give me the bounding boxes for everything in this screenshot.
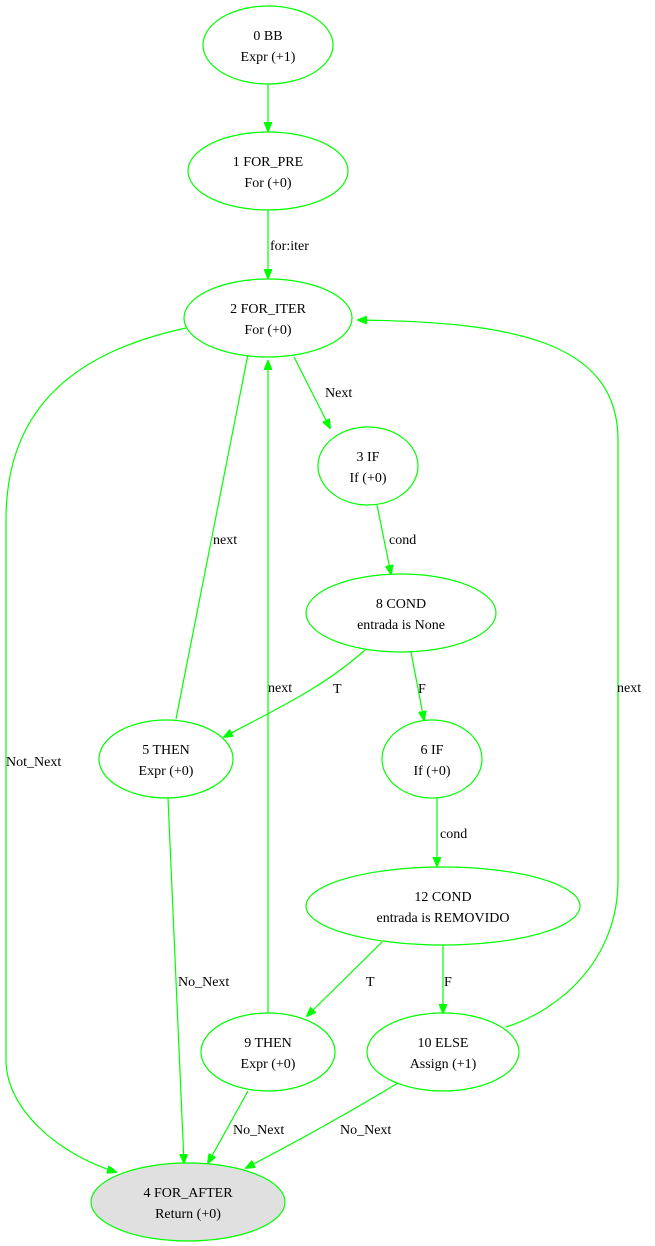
edge-label-next: Next bbox=[325, 386, 352, 401]
edge-2-to-4: Not_Next bbox=[5, 327, 187, 1172]
node-12-cond[interactable]: 12 COND entrada is REMOVIDO bbox=[305, 866, 581, 946]
edge-3-to-8: cond bbox=[376, 504, 416, 574]
edge-10-to-4: No_Next bbox=[246, 1082, 399, 1168]
node-8-cond[interactable]: 8 COND entrada is None bbox=[305, 573, 497, 653]
node-title: 10 ELSE bbox=[418, 1036, 469, 1051]
edge-label-f: F bbox=[418, 682, 426, 697]
edge-label-not-next: Not_Next bbox=[6, 755, 61, 770]
node-2-for-iter[interactable]: 2 FOR_ITER For (+0) bbox=[183, 278, 353, 358]
edge-9-to-4: No_Next bbox=[208, 1090, 284, 1163]
edge-8-to-5: T bbox=[224, 649, 366, 737]
node-10-else[interactable]: 10 ELSE Assign (+1) bbox=[366, 1012, 520, 1092]
edge-9-to-2: next bbox=[268, 361, 292, 1022]
node-9-then[interactable]: 9 THEN Expr (+0) bbox=[200, 1012, 336, 1092]
node-subtitle: For (+0) bbox=[244, 323, 292, 338]
edge-label-no-next: No_Next bbox=[340, 1123, 391, 1138]
node-6-if[interactable]: 6 IF If (+0) bbox=[381, 719, 483, 799]
node-3-if[interactable]: 3 IF If (+0) bbox=[317, 426, 419, 506]
edge-6-to-12: cond bbox=[437, 798, 467, 866]
node-5-then[interactable]: 5 THEN Expr (+0) bbox=[98, 719, 234, 799]
node-1-for-pre[interactable]: 1 FOR_PRE For (+0) bbox=[187, 131, 349, 211]
node-title: 9 THEN bbox=[244, 1036, 292, 1051]
node-subtitle: entrada is None bbox=[357, 618, 445, 633]
edge-12-to-9: T bbox=[307, 941, 383, 1016]
node-subtitle: Assign (+1) bbox=[410, 1057, 477, 1072]
edge-label-t: T bbox=[333, 682, 342, 697]
edge-label-t: T bbox=[366, 975, 375, 990]
node-title: 2 FOR_ITER bbox=[230, 302, 307, 317]
edge-label-next: next bbox=[213, 533, 237, 548]
edge-1-to-2: for:iter bbox=[268, 210, 309, 278]
node-subtitle: If (+0) bbox=[413, 764, 450, 779]
edge-12-to-10: F bbox=[443, 942, 452, 1013]
node-4-for-after[interactable]: 4 FOR_AFTER Return (+0) bbox=[90, 1162, 286, 1242]
node-subtitle: Return (+0) bbox=[155, 1207, 221, 1222]
edge-2-to-3: Next bbox=[293, 356, 352, 428]
node-subtitle: entrada is REMOVIDO bbox=[377, 911, 510, 926]
edge-label-no-next: No_Next bbox=[233, 1123, 284, 1138]
node-0-bb[interactable]: 0 BB Expr (+1) bbox=[202, 5, 334, 85]
edge-5-to-2: next bbox=[175, 334, 252, 720]
node-subtitle: Expr (+1) bbox=[241, 50, 296, 65]
node-title: 6 IF bbox=[421, 743, 444, 758]
edge-10-to-2: next bbox=[358, 320, 641, 1028]
node-title: 12 COND bbox=[414, 890, 471, 905]
edge-label-for-iter: for:iter bbox=[270, 239, 309, 254]
node-title: 8 COND bbox=[376, 597, 426, 612]
edge-label-next: next bbox=[268, 681, 292, 696]
edge-label-cond: cond bbox=[440, 827, 467, 842]
node-title: 1 FOR_PRE bbox=[233, 155, 303, 170]
edge-label-f: F bbox=[444, 975, 452, 990]
edge-label-next: next bbox=[617, 681, 641, 696]
node-title: 4 FOR_AFTER bbox=[143, 1186, 233, 1201]
edge-label-cond: cond bbox=[389, 533, 416, 548]
node-title: 0 BB bbox=[253, 29, 282, 44]
node-title: 3 IF bbox=[357, 450, 380, 465]
node-subtitle: If (+0) bbox=[349, 471, 386, 486]
node-title: 5 THEN bbox=[142, 743, 190, 758]
edge-8-to-6: F bbox=[410, 651, 426, 720]
edge-label-no-next: No_Next bbox=[178, 975, 229, 990]
edge-5-to-4: No_Next bbox=[167, 797, 229, 1163]
node-subtitle: For (+0) bbox=[244, 176, 292, 191]
node-subtitle: Expr (+0) bbox=[139, 764, 194, 779]
node-subtitle: Expr (+0) bbox=[241, 1057, 296, 1072]
